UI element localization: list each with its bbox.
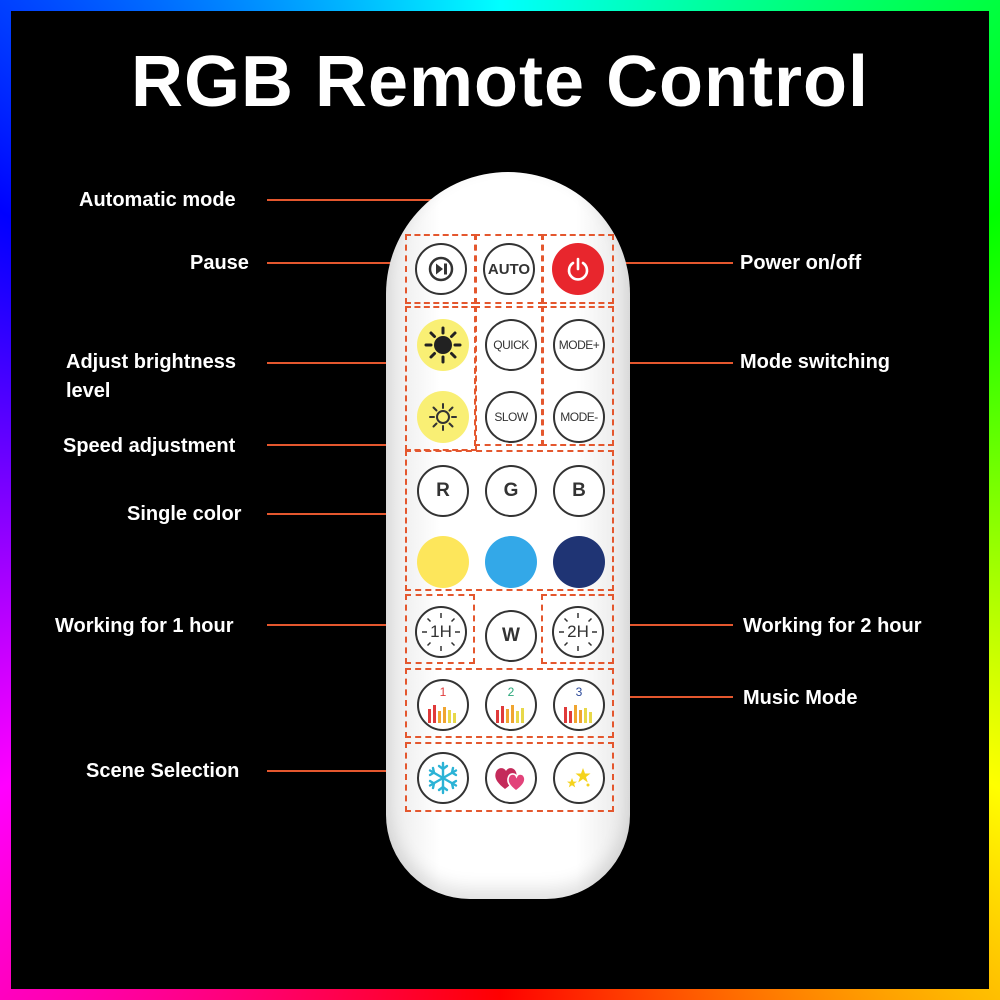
sun-large-icon [424, 326, 462, 364]
label-pause: Pause [190, 252, 249, 274]
scene-hearts-button[interactable] [485, 752, 537, 804]
label-automatic-mode: Automatic mode [79, 189, 236, 211]
mode-plus-button[interactable]: MODE+ [553, 319, 605, 371]
label-speed: Speed adjustment [63, 435, 236, 457]
white-button[interactable]: W [485, 610, 537, 662]
clock-dial-icon [422, 613, 460, 651]
label-mode-switching: Mode switching [740, 351, 890, 373]
label-single-color: Single color [127, 503, 242, 525]
clock-dial-icon [559, 613, 597, 651]
sun-small-icon [429, 403, 457, 431]
group-pause [405, 234, 477, 304]
timer-2h-label: 2H [567, 622, 589, 641]
group-single-color [405, 450, 614, 591]
scene-snowflake-button[interactable] [417, 752, 469, 804]
group-timer-2h [541, 594, 614, 664]
group-auto [474, 234, 544, 304]
group-scene [405, 742, 614, 812]
music-mode-2-button[interactable]: 2 [485, 679, 537, 731]
music-mode-number: 3 [575, 685, 583, 699]
scene-stars-button[interactable] [553, 752, 605, 804]
mode-minus-button[interactable]: MODE- [553, 391, 605, 443]
hearts-icon [495, 768, 526, 793]
green-button[interactable]: G [485, 465, 537, 517]
brightness-down-button[interactable] [417, 391, 469, 443]
music-mode-1-button[interactable]: 1 [417, 679, 469, 731]
group-speed [474, 306, 544, 446]
timer-1h-label: 1H [430, 622, 452, 641]
light-blue-color-button[interactable] [485, 536, 537, 588]
brightness-up-button[interactable] [417, 319, 469, 371]
dark-blue-color-button[interactable] [553, 536, 605, 588]
red-button[interactable]: R [417, 465, 469, 517]
remote-body: AUTO QUICK MODE+ [386, 172, 630, 899]
power-button[interactable] [552, 243, 604, 295]
label-timer-1h: Working for 1 hour [55, 615, 234, 637]
label-brightness: Adjust brightness level [66, 351, 237, 402]
label-scene: Scene Selection [86, 760, 240, 782]
group-power [541, 234, 614, 304]
label-music-mode: Music Mode [743, 687, 858, 709]
group-mode [541, 306, 614, 446]
timer-1h-button[interactable]: 1H [415, 606, 467, 658]
label-power: Power on/off [740, 252, 862, 274]
pause-button[interactable] [415, 243, 467, 295]
equalizer-icon [428, 705, 456, 723]
music-mode-number: 2 [507, 685, 515, 699]
group-music [405, 668, 614, 738]
group-timer-1h [405, 594, 475, 664]
stars-icon [567, 768, 591, 788]
power-icon [567, 257, 589, 281]
music-mode-number: 1 [439, 685, 447, 699]
auto-button[interactable]: AUTO [483, 243, 535, 295]
blue-button[interactable]: B [553, 465, 605, 517]
yellow-color-button[interactable] [417, 536, 469, 588]
equalizer-icon [564, 705, 592, 723]
slow-button[interactable]: SLOW [485, 391, 537, 443]
timer-2h-button[interactable]: 2H [552, 606, 604, 658]
label-timer-2h: Working for 2 hour [743, 615, 922, 637]
equalizer-icon [496, 705, 524, 723]
quick-button[interactable]: QUICK [485, 319, 537, 371]
snowflake-icon [428, 761, 458, 795]
play-pause-icon [428, 256, 454, 282]
music-mode-3-button[interactable]: 3 [553, 679, 605, 731]
page-title: RGB Remote Control [131, 42, 869, 122]
